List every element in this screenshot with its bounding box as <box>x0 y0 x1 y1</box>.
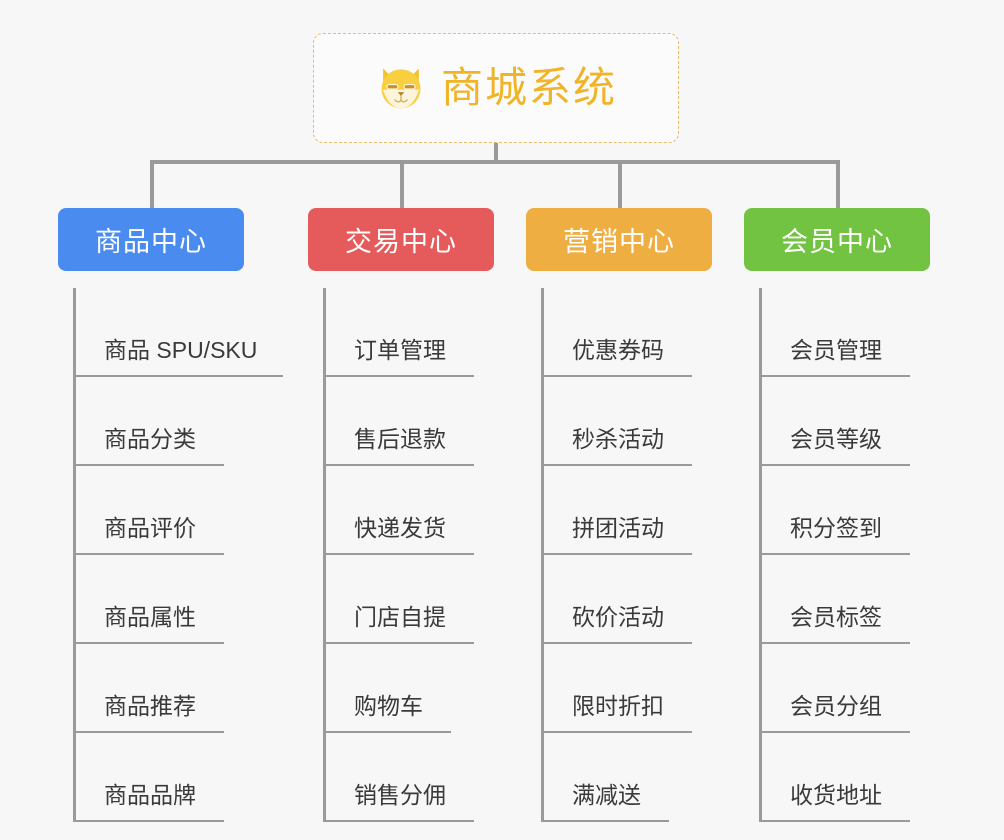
leaf-item[interactable]: 购物车 <box>326 644 451 733</box>
leaf-label: 积分签到 <box>790 514 882 541</box>
leaf-item[interactable]: 会员标签 <box>762 555 910 644</box>
leaf-label: 收货地址 <box>790 781 882 808</box>
branch-spine-3 <box>541 288 544 822</box>
leaf-item[interactable]: 商品属性 <box>76 555 224 644</box>
leaf-label: 商品属性 <box>104 603 196 630</box>
leaf-item[interactable]: 商品评价 <box>76 466 224 555</box>
connector-drop-1 <box>150 160 154 208</box>
leaf-item[interactable]: 收货地址 <box>762 733 910 822</box>
branch-spine-4 <box>759 288 762 822</box>
leaf-label: 会员分组 <box>790 692 882 719</box>
leaf-label: 销售分佣 <box>354 781 446 808</box>
leaf-label: 砍价活动 <box>572 603 664 630</box>
root-title: 商城系统 <box>440 64 617 111</box>
leaf-item[interactable]: 会员分组 <box>762 644 910 733</box>
branch-column-3: 营销中心 优惠券码 秒杀活动 拼团活动 砍价活动 限时折扣 满减送 <box>526 208 712 822</box>
leaf-item[interactable]: 满减送 <box>544 733 669 822</box>
leaf-item[interactable]: 砍价活动 <box>544 555 692 644</box>
connector-drop-2 <box>400 160 404 208</box>
category-header-4[interactable]: 会员中心 <box>744 208 930 271</box>
branch-column-2: 交易中心 订单管理 售后退款 快递发货 门店自提 购物车 销售分佣 <box>308 208 494 822</box>
leaf-label: 商品品牌 <box>104 781 196 808</box>
leaf-item[interactable]: 商品 SPU/SKU <box>76 288 283 377</box>
leaf-label: 购物车 <box>354 692 423 719</box>
branch-column-1: 商品中心 商品 SPU/SKU 商品分类 商品评价 商品属性 商品推荐 商品品牌 <box>58 208 283 822</box>
connector-root-stem <box>494 143 498 163</box>
dog-face-icon <box>375 62 427 114</box>
leaf-label: 满减送 <box>572 781 641 808</box>
leaf-item[interactable]: 会员等级 <box>762 377 910 466</box>
leaf-item[interactable]: 快递发货 <box>326 466 474 555</box>
leaf-label: 会员标签 <box>790 603 882 630</box>
leaf-label: 门店自提 <box>354 603 446 630</box>
leaf-item[interactable]: 商品分类 <box>76 377 224 466</box>
leaf-item[interactable]: 优惠券码 <box>544 288 692 377</box>
leaf-item[interactable]: 商品品牌 <box>76 733 224 822</box>
leaf-list-1: 商品 SPU/SKU 商品分类 商品评价 商品属性 商品推荐 商品品牌 <box>58 288 283 822</box>
leaf-label: 订单管理 <box>354 336 446 363</box>
category-header-3[interactable]: 营销中心 <box>526 208 712 271</box>
leaf-label: 快递发货 <box>354 514 446 541</box>
category-label-1: 商品中心 <box>95 227 207 257</box>
connector-drop-3 <box>618 160 622 208</box>
branch-column-4: 会员中心 会员管理 会员等级 积分签到 会员标签 会员分组 收货地址 <box>744 208 930 822</box>
leaf-list-4: 会员管理 会员等级 积分签到 会员标签 会员分组 收货地址 <box>744 288 930 822</box>
category-header-1[interactable]: 商品中心 <box>58 208 244 271</box>
leaf-label: 限时折扣 <box>572 692 664 719</box>
leaf-item[interactable]: 销售分佣 <box>326 733 474 822</box>
leaf-label: 商品 SPU/SKU <box>104 336 258 363</box>
leaf-label: 优惠券码 <box>572 336 664 363</box>
connector-bus <box>150 160 840 164</box>
branch-spine-1 <box>73 288 76 822</box>
category-label-3: 营销中心 <box>563 227 675 257</box>
leaf-label: 商品推荐 <box>104 692 196 719</box>
category-label-4: 会员中心 <box>781 227 893 257</box>
root-node[interactable]: 商城系统 <box>313 33 679 143</box>
leaf-list-3: 优惠券码 秒杀活动 拼团活动 砍价活动 限时折扣 满减送 <box>526 288 712 822</box>
leaf-item[interactable]: 门店自提 <box>326 555 474 644</box>
leaf-label: 商品分类 <box>104 425 196 452</box>
leaf-list-2: 订单管理 售后退款 快递发货 门店自提 购物车 销售分佣 <box>308 288 494 822</box>
leaf-label: 拼团活动 <box>572 514 664 541</box>
leaf-label: 商品评价 <box>104 514 196 541</box>
category-header-2[interactable]: 交易中心 <box>308 208 494 271</box>
leaf-item[interactable]: 积分签到 <box>762 466 910 555</box>
leaf-label: 会员管理 <box>790 336 882 363</box>
leaf-item[interactable]: 拼团活动 <box>544 466 692 555</box>
leaf-item[interactable]: 会员管理 <box>762 288 910 377</box>
leaf-item[interactable]: 限时折扣 <box>544 644 692 733</box>
leaf-label: 会员等级 <box>790 425 882 452</box>
branch-spine-2 <box>323 288 326 822</box>
leaf-label: 售后退款 <box>354 425 446 452</box>
leaf-item[interactable]: 售后退款 <box>326 377 474 466</box>
leaf-item[interactable]: 秒杀活动 <box>544 377 692 466</box>
leaf-item[interactable]: 商品推荐 <box>76 644 224 733</box>
leaf-label: 秒杀活动 <box>572 425 664 452</box>
category-label-2: 交易中心 <box>345 227 457 257</box>
connector-drop-4 <box>836 160 840 208</box>
leaf-item[interactable]: 订单管理 <box>326 288 474 377</box>
